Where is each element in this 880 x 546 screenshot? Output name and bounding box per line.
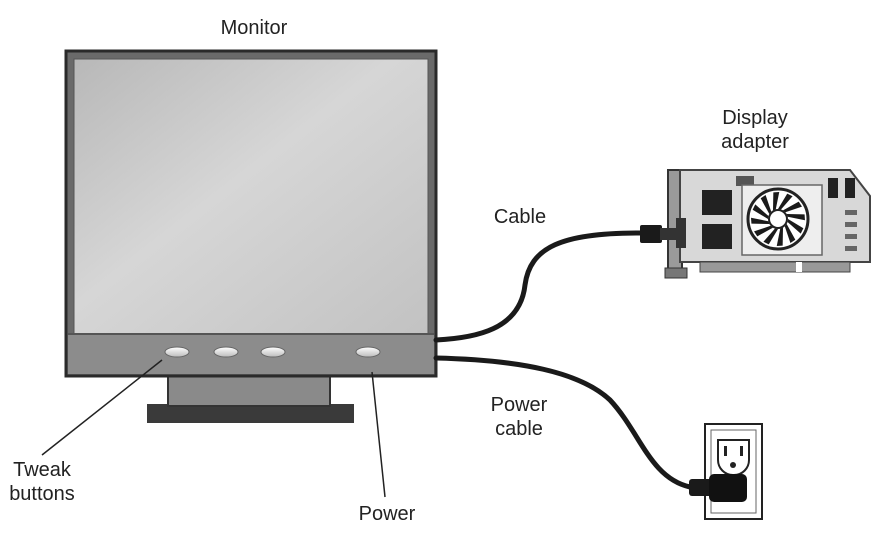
- fan-blade: [752, 204, 769, 219]
- tweak-buttons-label-line1: Tweak: [13, 459, 71, 481]
- fan-blade: [751, 217, 770, 224]
- wall-outlet-icon: [704, 423, 763, 520]
- power-cable-label-line2: cable: [495, 418, 543, 440]
- fan-blade: [760, 195, 772, 214]
- fan-blade: [754, 225, 773, 237]
- tweak-button[interactable]: [260, 346, 286, 358]
- fan-blade: [784, 224, 796, 243]
- display-cable: [433, 230, 648, 343]
- tweak-buttons-label-line2: buttons: [9, 483, 75, 505]
- tweak-leader-line: [41, 359, 163, 456]
- tweak-button[interactable]: [164, 346, 190, 358]
- power-cable-label-line1: Power: [490, 394, 548, 416]
- display-adapter-label-line2: adapter: [721, 131, 789, 153]
- fan-blade: [783, 201, 802, 213]
- power-label: Power: [358, 503, 416, 525]
- tweak-button[interactable]: [213, 346, 239, 358]
- fan-blade: [778, 193, 793, 210]
- fan-blade: [773, 192, 780, 211]
- power-plug-icon: [689, 474, 747, 502]
- power-cable: [433, 355, 693, 490]
- fan-blade: [763, 228, 778, 245]
- display-adapter-label: Display adapter: [700, 106, 810, 154]
- display-adapter-label-line1: Display: [722, 107, 788, 129]
- fan-icon: [741, 184, 823, 256]
- fan-blade: [787, 219, 804, 234]
- power-leader-line: [371, 371, 386, 498]
- monitor-stand-base: [147, 404, 354, 423]
- monitor-label: Monitor: [220, 17, 288, 39]
- fan-blade: [776, 227, 783, 246]
- power-button[interactable]: [355, 346, 381, 358]
- monitor-icon: [64, 49, 438, 423]
- cable-label: Cable: [493, 206, 547, 228]
- display-cable-plug: [640, 225, 678, 243]
- fan-blade: [786, 214, 805, 221]
- monitor-screen: [73, 58, 429, 335]
- tweak-buttons-label: Tweak buttons: [0, 458, 84, 506]
- power-cable-label: Power cable: [474, 393, 564, 441]
